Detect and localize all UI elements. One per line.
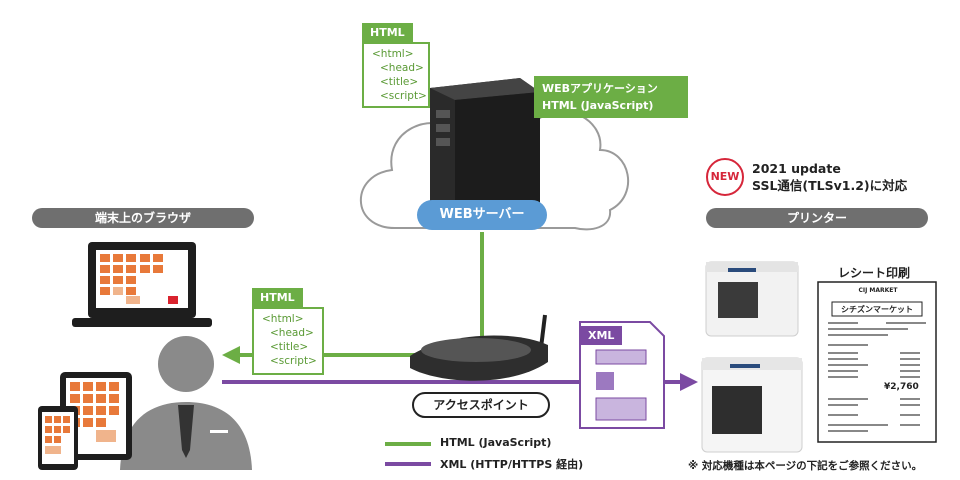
server-html-tag: HTML — [362, 23, 413, 42]
code-line: <html> — [262, 313, 304, 325]
legend-html-swatch — [385, 442, 431, 446]
update-line2: SSL通信(TLSv1.2)に対応 — [752, 178, 908, 193]
receipt-paper — [817, 281, 937, 443]
receipt-title: レシート印刷 — [838, 266, 911, 280]
xml-arrow-head — [680, 373, 698, 391]
update-line1: 2021 update — [752, 161, 841, 176]
phone-device — [38, 406, 78, 470]
printer-bottom — [701, 357, 803, 453]
code-line: <script> — [270, 355, 317, 367]
footnote: ※ 対応機種は本ページの下記をご参照ください。 — [688, 460, 923, 472]
receipt-store-name: シチズンマーケット — [841, 305, 913, 314]
web-server-badge: WEBサーバー — [417, 200, 547, 230]
printer-top — [705, 261, 799, 337]
code-line: <head> — [270, 327, 314, 339]
server-code-box: <html> <head> <title> <script> — [362, 42, 430, 108]
code-line: <script> — [380, 90, 427, 102]
code-line: <title> — [270, 341, 309, 353]
receipt-store-small: CIJ MARKET — [858, 287, 898, 294]
legend-xml-swatch — [385, 462, 431, 466]
web-app-line1: WEBアプリケーション — [542, 82, 658, 95]
code-line: <head> — [380, 62, 424, 74]
code-line: <title> — [380, 76, 419, 88]
client-html-tag: HTML — [252, 288, 303, 307]
xml-document — [579, 321, 665, 429]
server-tower — [430, 78, 540, 222]
laptop-screen-tiles — [100, 254, 178, 304]
html-arrow-head — [222, 346, 240, 364]
browser-section-label: 端末上のブラウザ — [32, 208, 254, 228]
code-line: <html> — [372, 48, 414, 60]
printer-section-label: プリンター — [706, 208, 928, 228]
access-point-device — [410, 314, 548, 381]
update-notice: 2021 update SSL通信(TLSv1.2)に対応 — [752, 160, 907, 194]
access-point-label: アクセスポイント — [412, 392, 550, 418]
receipt-total: ¥2,760 — [884, 382, 919, 392]
web-app-line2: HTML (JavaScript) — [542, 99, 654, 112]
xml-tag: XML — [580, 326, 623, 345]
client-code-box: <html> <head> <title> <script> — [252, 307, 324, 375]
legend-html-label: HTML (JavaScript) — [440, 436, 552, 449]
web-app-label: WEBアプリケーション HTML (JavaScript) — [534, 76, 688, 118]
new-badge: NEW — [706, 158, 744, 196]
user-figure — [120, 336, 252, 470]
legend-xml-label: XML (HTTP/HTTPS 経由) — [440, 458, 584, 471]
